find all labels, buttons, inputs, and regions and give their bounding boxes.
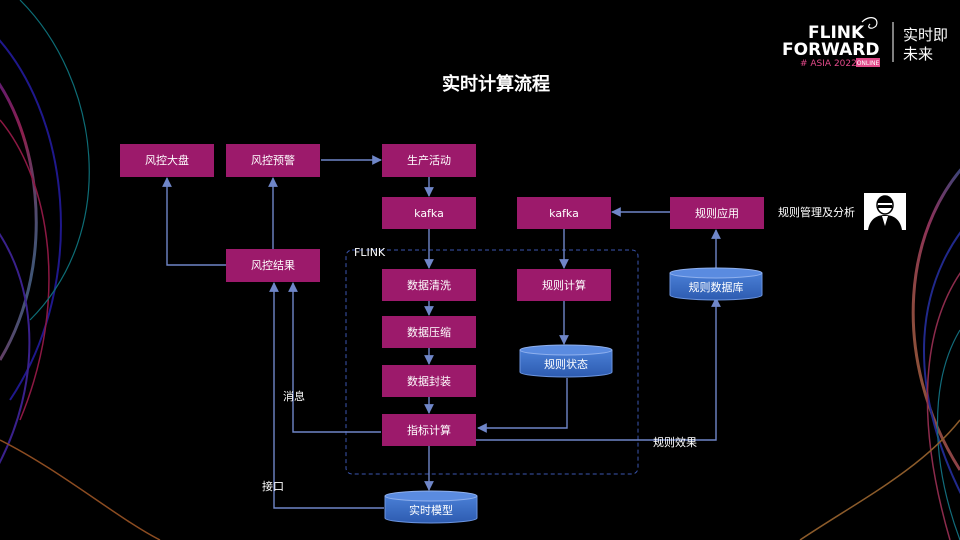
- squirrel-icon: [861, 17, 878, 29]
- node-risk-dashboard: 风控大盘: [120, 144, 214, 177]
- node-production: 生产活动: [382, 144, 476, 177]
- node-rule-app-label: 规则应用: [695, 206, 739, 220]
- node-metric-calc-label: 指标计算: [407, 423, 451, 437]
- node-data-clean-label: 数据清洗: [407, 278, 451, 292]
- arrow-model-to-result: [269, 282, 384, 509]
- node-data-compress-label: 数据压缩: [407, 325, 451, 339]
- db-realtime-model: 实时模型: [384, 490, 478, 524]
- node-kafka-main-label: kafka: [414, 207, 444, 220]
- node-kafka-rule-label: kafka: [549, 207, 579, 220]
- label-rule-mgmt: 规则管理及分析: [778, 205, 855, 219]
- brand-line1: FLINK: [808, 23, 865, 43]
- process-nodes: 风控大盘 风控预警 生产活动 kafka kafka 规则应用 风控结果 数据: [120, 144, 764, 446]
- arrow-metric-to-result: [288, 282, 381, 433]
- node-kafka-rule: kafka: [517, 197, 611, 229]
- node-risk-alert: 风控预警: [226, 144, 320, 177]
- node-risk-result-label: 风控结果: [251, 258, 295, 272]
- node-rule-app: 规则应用: [670, 197, 764, 229]
- label-rule-effect: 规则效果: [653, 435, 697, 449]
- db-realtime-model-label: 实时模型: [409, 503, 453, 517]
- user-avatar-icon: [864, 193, 906, 230]
- node-risk-dashboard-label: 风控大盘: [145, 153, 189, 167]
- arrow-rule-effect-to-db: [476, 297, 721, 441]
- slogan-line2: 未来: [903, 45, 933, 63]
- db-rule-db-label: 规则数据库: [689, 280, 744, 294]
- slogan-line1: 实时即: [903, 26, 948, 44]
- database-nodes: 规则数据库 规则状态 实时模型: [384, 267, 763, 524]
- flink-label: FLINK: [354, 246, 386, 259]
- brand-line3: # ASIA 2022: [800, 59, 857, 69]
- node-data-clean: 数据清洗: [382, 269, 476, 301]
- node-risk-result: 风控结果: [226, 249, 320, 282]
- online-badge: ONLINE: [857, 60, 880, 67]
- node-production-label: 生产活动: [407, 153, 451, 167]
- node-rule-calc-label: 规则计算: [542, 278, 586, 292]
- db-rule-db: 规则数据库: [669, 267, 763, 301]
- flink-forward-logo: FLINK FORWARD # ASIA 2022 ONLINE 实时即 未来: [782, 17, 948, 69]
- arrow-state-to-metric: [477, 378, 568, 433]
- db-rule-state: 规则状态: [519, 344, 613, 378]
- online-badge-bg: [856, 58, 880, 67]
- label-message: 消息: [283, 389, 305, 403]
- page-title: 实时计算流程: [442, 73, 550, 95]
- node-rule-calc: 规则计算: [517, 269, 611, 301]
- node-data-pack-label: 数据封装: [407, 374, 451, 388]
- flink-container: [345, 249, 639, 475]
- brand-line2: FORWARD: [782, 40, 880, 60]
- node-risk-alert-label: 风控预警: [251, 153, 295, 167]
- node-metric-calc: 指标计算: [382, 414, 476, 446]
- node-kafka-main: kafka: [382, 197, 476, 229]
- connectors: [162, 155, 762, 509]
- node-data-pack: 数据封装: [382, 365, 476, 397]
- background-swirl-left: [0, 0, 161, 540]
- label-interface: 接口: [262, 480, 284, 493]
- node-data-compress: 数据压缩: [382, 316, 476, 348]
- db-rule-state-label: 规则状态: [544, 357, 588, 371]
- background-swirl-right: [799, 168, 960, 540]
- arrow-result-to-dashboard: [162, 177, 226, 266]
- edge-labels: 规则管理及分析 消息 接口 规则效果: [262, 205, 855, 493]
